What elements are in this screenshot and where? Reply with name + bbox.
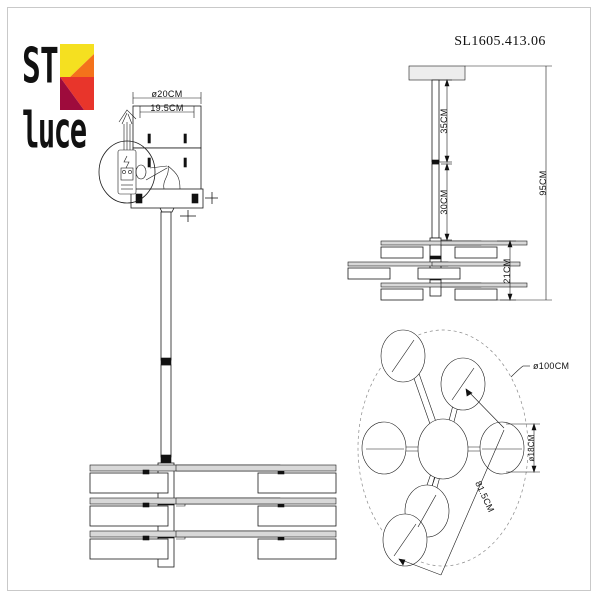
brand-mark-icon: [60, 44, 94, 110]
dim-shade-diameter: ø18CM: [527, 434, 536, 461]
page-title: SL1605.413.06: [454, 34, 546, 49]
dim-canopy-diameter: ø20CM: [151, 89, 182, 99]
dim-rod-lower: 30CM: [439, 189, 449, 214]
brand-name-top: ST: [22, 38, 59, 95]
dim-rod-upper: 35CM: [439, 108, 449, 133]
dim-outer-circle: ø100CM: [533, 361, 569, 371]
brand-name-bottom: luce: [22, 102, 87, 160]
shade-3: [479, 421, 525, 475]
dim-total-height: 95CM: [538, 170, 548, 195]
dim-canopy-height: 19.5CM: [150, 103, 183, 113]
outer-boundary-circle: [357, 329, 529, 567]
centre-hub: [417, 418, 469, 480]
dim-body-height: 21CM: [502, 258, 512, 283]
brand-logo: ST luce: [22, 42, 94, 160]
shade-4: [361, 421, 407, 475]
dim-arm-span: 81.5CM: [473, 480, 496, 514]
